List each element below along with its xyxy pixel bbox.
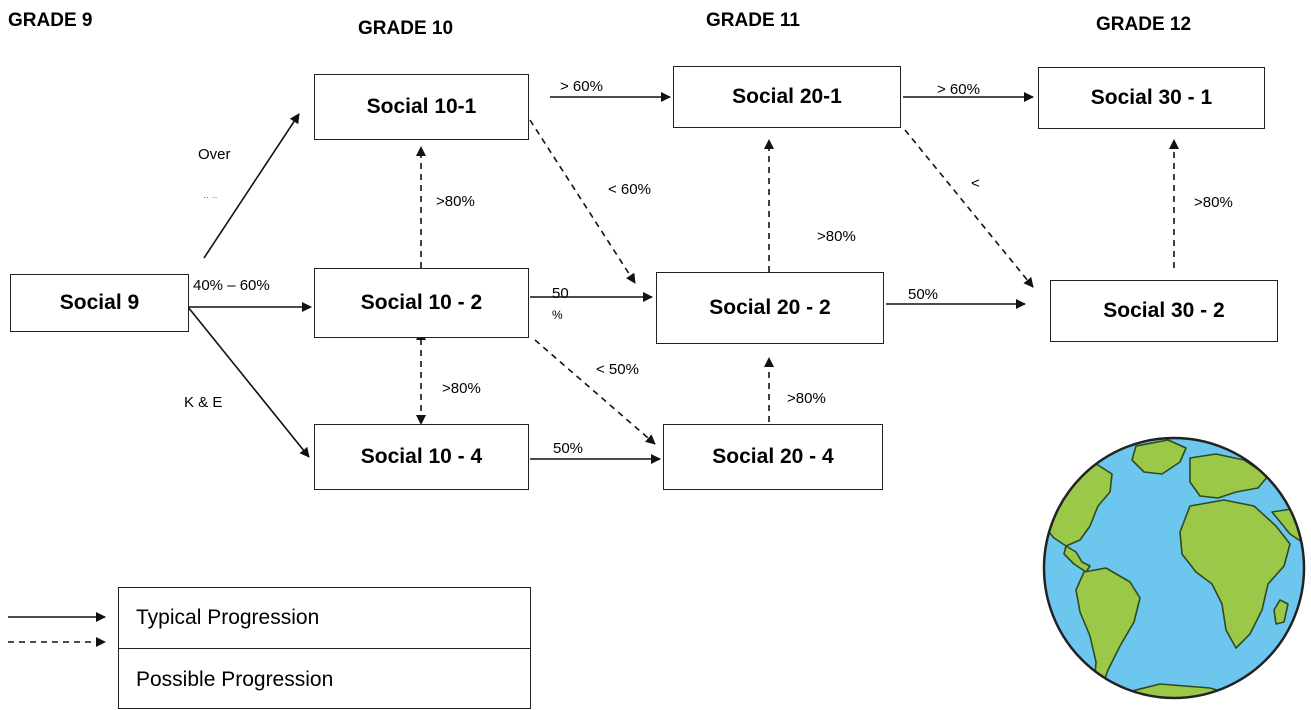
label-lt-truncated: < [971,175,980,192]
grade-12-header: GRADE 12 [1096,14,1192,35]
globe-icon [1042,436,1306,700]
label-50-20-2: 50% [908,286,939,303]
label-50-10-2-sub: % [552,308,563,322]
label-40-60: 40% – 60% [193,277,270,294]
arrow-10-1-to-20-2 [529,119,636,284]
label-gt80-30-2-up: >80% [1194,194,1233,211]
arrow-s9-to-10-1 [203,113,300,259]
arrow-20-1-to-30-2 [904,129,1034,288]
label-gt80-20-2-up: >80% [817,228,856,245]
course-social-20-2: Social 20 - 2 [656,272,884,344]
label-gt80-20-4-up: >80% [787,390,826,407]
course-social-10-4: Social 10 - 4 [314,424,529,490]
course-social-9: Social 9 [10,274,189,332]
legend-box: Typical Progression Possible Progression [118,587,531,709]
label-lt60: < 60% [608,181,651,198]
grade-11-header: GRADE 11 [706,10,800,31]
label-gt80-10-2-up: >80% [436,193,475,210]
globe-central-america [1063,545,1091,573]
label-gt80-10-2-down: >80% [442,380,481,397]
legend-typical: Typical Progression [119,588,530,649]
label-over: Over [198,146,231,163]
globe-madagascar [1273,599,1289,625]
label-lt50: < 50% [596,361,639,378]
course-social-20-4: Social 20 - 4 [663,424,883,490]
grade-10-header: GRADE 10 [358,18,454,39]
label-gt60-10-1: > 60% [560,78,603,95]
globe-outline [1042,436,1306,700]
globe-greenland [1131,439,1187,475]
label-gt60-20-1: > 60% [937,81,980,98]
course-social-30-2: Social 30 - 2 [1050,280,1278,342]
course-social-30-1: Social 30 - 1 [1038,67,1265,129]
globe-africa [1179,499,1291,649]
globe-europe [1189,453,1269,499]
course-social-10-1: Social 10-1 [314,74,529,140]
arrow-s9-to-10-4 [187,306,310,458]
grade-9-header: GRADE 9 [8,10,93,31]
course-social-10-2: Social 10 - 2 [314,268,529,338]
label-50-10-4: 50% [553,440,584,457]
course-social-20-1: Social 20-1 [673,66,901,128]
label-over-truncated: ·· ·· [203,192,218,202]
label-50-10-2: 50 [552,285,569,302]
legend-possible: Possible Progression [136,667,334,691]
label-k-and-e: K & E [184,394,223,411]
arrow-10-2-to-20-4 [534,339,656,445]
